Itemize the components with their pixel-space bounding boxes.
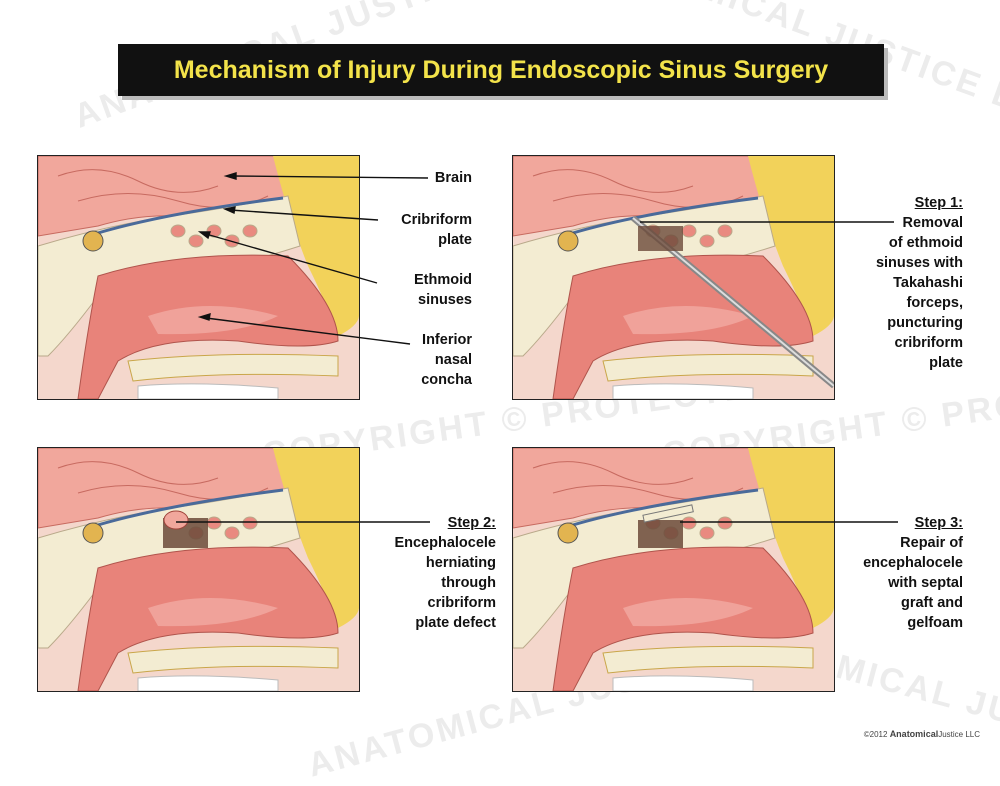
copyright-year: ©2012: [863, 730, 888, 739]
anatomy-shape: [188, 234, 204, 248]
label-line: of ethmoid: [888, 235, 963, 251]
title-bar: Mechanism of Injury During Endoscopic Si…: [118, 44, 884, 96]
label-line: Removal: [902, 215, 963, 231]
copyright-brand: Anatomical: [889, 729, 939, 739]
anatomy-shape: [137, 383, 279, 399]
skin-fat: [748, 448, 834, 628]
anatomy-shape: [557, 522, 579, 544]
label-line: Inferior: [422, 332, 472, 348]
anatomy-shape: [87, 196, 284, 238]
sinus-illustration-encephalocele: [38, 448, 359, 691]
anatomy-shape: [638, 226, 683, 251]
label-inferior-nasal-concha: Inferior nasal concha: [421, 330, 472, 390]
skin-fat: [748, 156, 834, 336]
label-line: cribriform: [427, 595, 497, 611]
label-line: concha: [421, 372, 472, 388]
label-step2: Step 2: Encephalocele herniating through…: [394, 513, 496, 633]
step-heading: Step 1:: [914, 195, 963, 211]
skin-fat: [273, 448, 359, 628]
label-cribriform-plate: Cribriform plate: [401, 210, 472, 250]
page-title: Mechanism of Injury During Endoscopic Si…: [173, 55, 829, 84]
septal-graft: [642, 504, 694, 523]
anatomy-shape: [137, 675, 279, 691]
palate: [602, 645, 814, 674]
label-line: through: [441, 575, 496, 591]
step-heading: Step 2:: [447, 515, 496, 531]
label-line: Ethmoid: [414, 272, 472, 288]
sinus-illustration-repair: [513, 448, 834, 691]
anatomy-shape: [717, 516, 733, 530]
label-line: sinuses with: [875, 255, 963, 271]
label-line: Brain: [434, 170, 472, 186]
step-heading: Step 3:: [914, 515, 963, 531]
anatomy-shape: [699, 526, 715, 540]
inferior-concha: [623, 306, 753, 335]
anatomy-shape: [612, 675, 754, 691]
anatomy-shape: [82, 230, 104, 252]
anatomy-shape: [170, 224, 186, 238]
anatomy-shape: [681, 516, 697, 530]
label-line: Cribriform: [401, 212, 472, 228]
label-line: puncturing: [887, 315, 963, 331]
label-line: forceps,: [906, 295, 963, 311]
label-line: graft and: [900, 595, 963, 611]
anatomy-shape: [557, 230, 579, 252]
anatomy-shape: [638, 520, 683, 548]
inferior-concha: [148, 598, 278, 627]
anatomy-shape: [224, 526, 240, 540]
label-line: sinuses: [418, 292, 472, 308]
palate: [127, 645, 339, 674]
label-line: with septal: [888, 575, 963, 591]
anatomy-shape: [206, 516, 222, 530]
anatomy-shape: [681, 224, 697, 238]
label-line: encephalocele: [863, 555, 963, 571]
anatomy-shape: [242, 516, 258, 530]
label-line: plate: [438, 232, 472, 248]
label-ethmoid-sinuses: Ethmoid sinuses: [414, 270, 472, 310]
palate: [127, 353, 339, 382]
label-step1: Step 1: Removal of ethmoid sinuses with …: [876, 193, 963, 373]
copyright-suffix: Justice LLC: [938, 730, 980, 739]
panel-step2: [37, 447, 360, 692]
label-line: Repair of: [900, 535, 963, 551]
encephalocele: [163, 510, 189, 530]
label-line: herniating: [425, 555, 496, 571]
anatomy-shape: [87, 488, 284, 530]
anatomy-shape: [562, 488, 759, 530]
sinus-illustration: [38, 156, 359, 399]
sinus-illustration-forceps: [513, 156, 834, 399]
label-line: nasal: [434, 352, 472, 368]
label-line: Takahashi: [893, 275, 963, 291]
anatomy-shape: [242, 224, 258, 238]
label-brain: Brain: [435, 168, 472, 188]
label-line: Encephalocele: [394, 535, 496, 551]
anatomy-shape: [612, 383, 754, 399]
panel-step3: [512, 447, 835, 692]
label-line: gelfoam: [907, 615, 963, 631]
label-step3: Step 3: Repair of encephalocele with sep…: [863, 513, 963, 633]
palate: [602, 353, 814, 382]
label-line: plate: [929, 355, 963, 371]
anatomy-shape: [717, 224, 733, 238]
panel-step1: [512, 155, 835, 400]
panel-anatomy: [37, 155, 360, 400]
anatomy-shape: [206, 224, 222, 238]
anatomy-shape: [82, 522, 104, 544]
label-line: plate defect: [415, 615, 496, 631]
anatomy-shape: [699, 234, 715, 248]
label-line: cribriform: [894, 335, 964, 351]
anatomy-shape: [224, 234, 240, 248]
inferior-concha: [623, 598, 753, 627]
copyright-notice: ©2012 AnatomicalJustice LLC: [864, 729, 980, 739]
anatomy-shape: [562, 196, 759, 238]
